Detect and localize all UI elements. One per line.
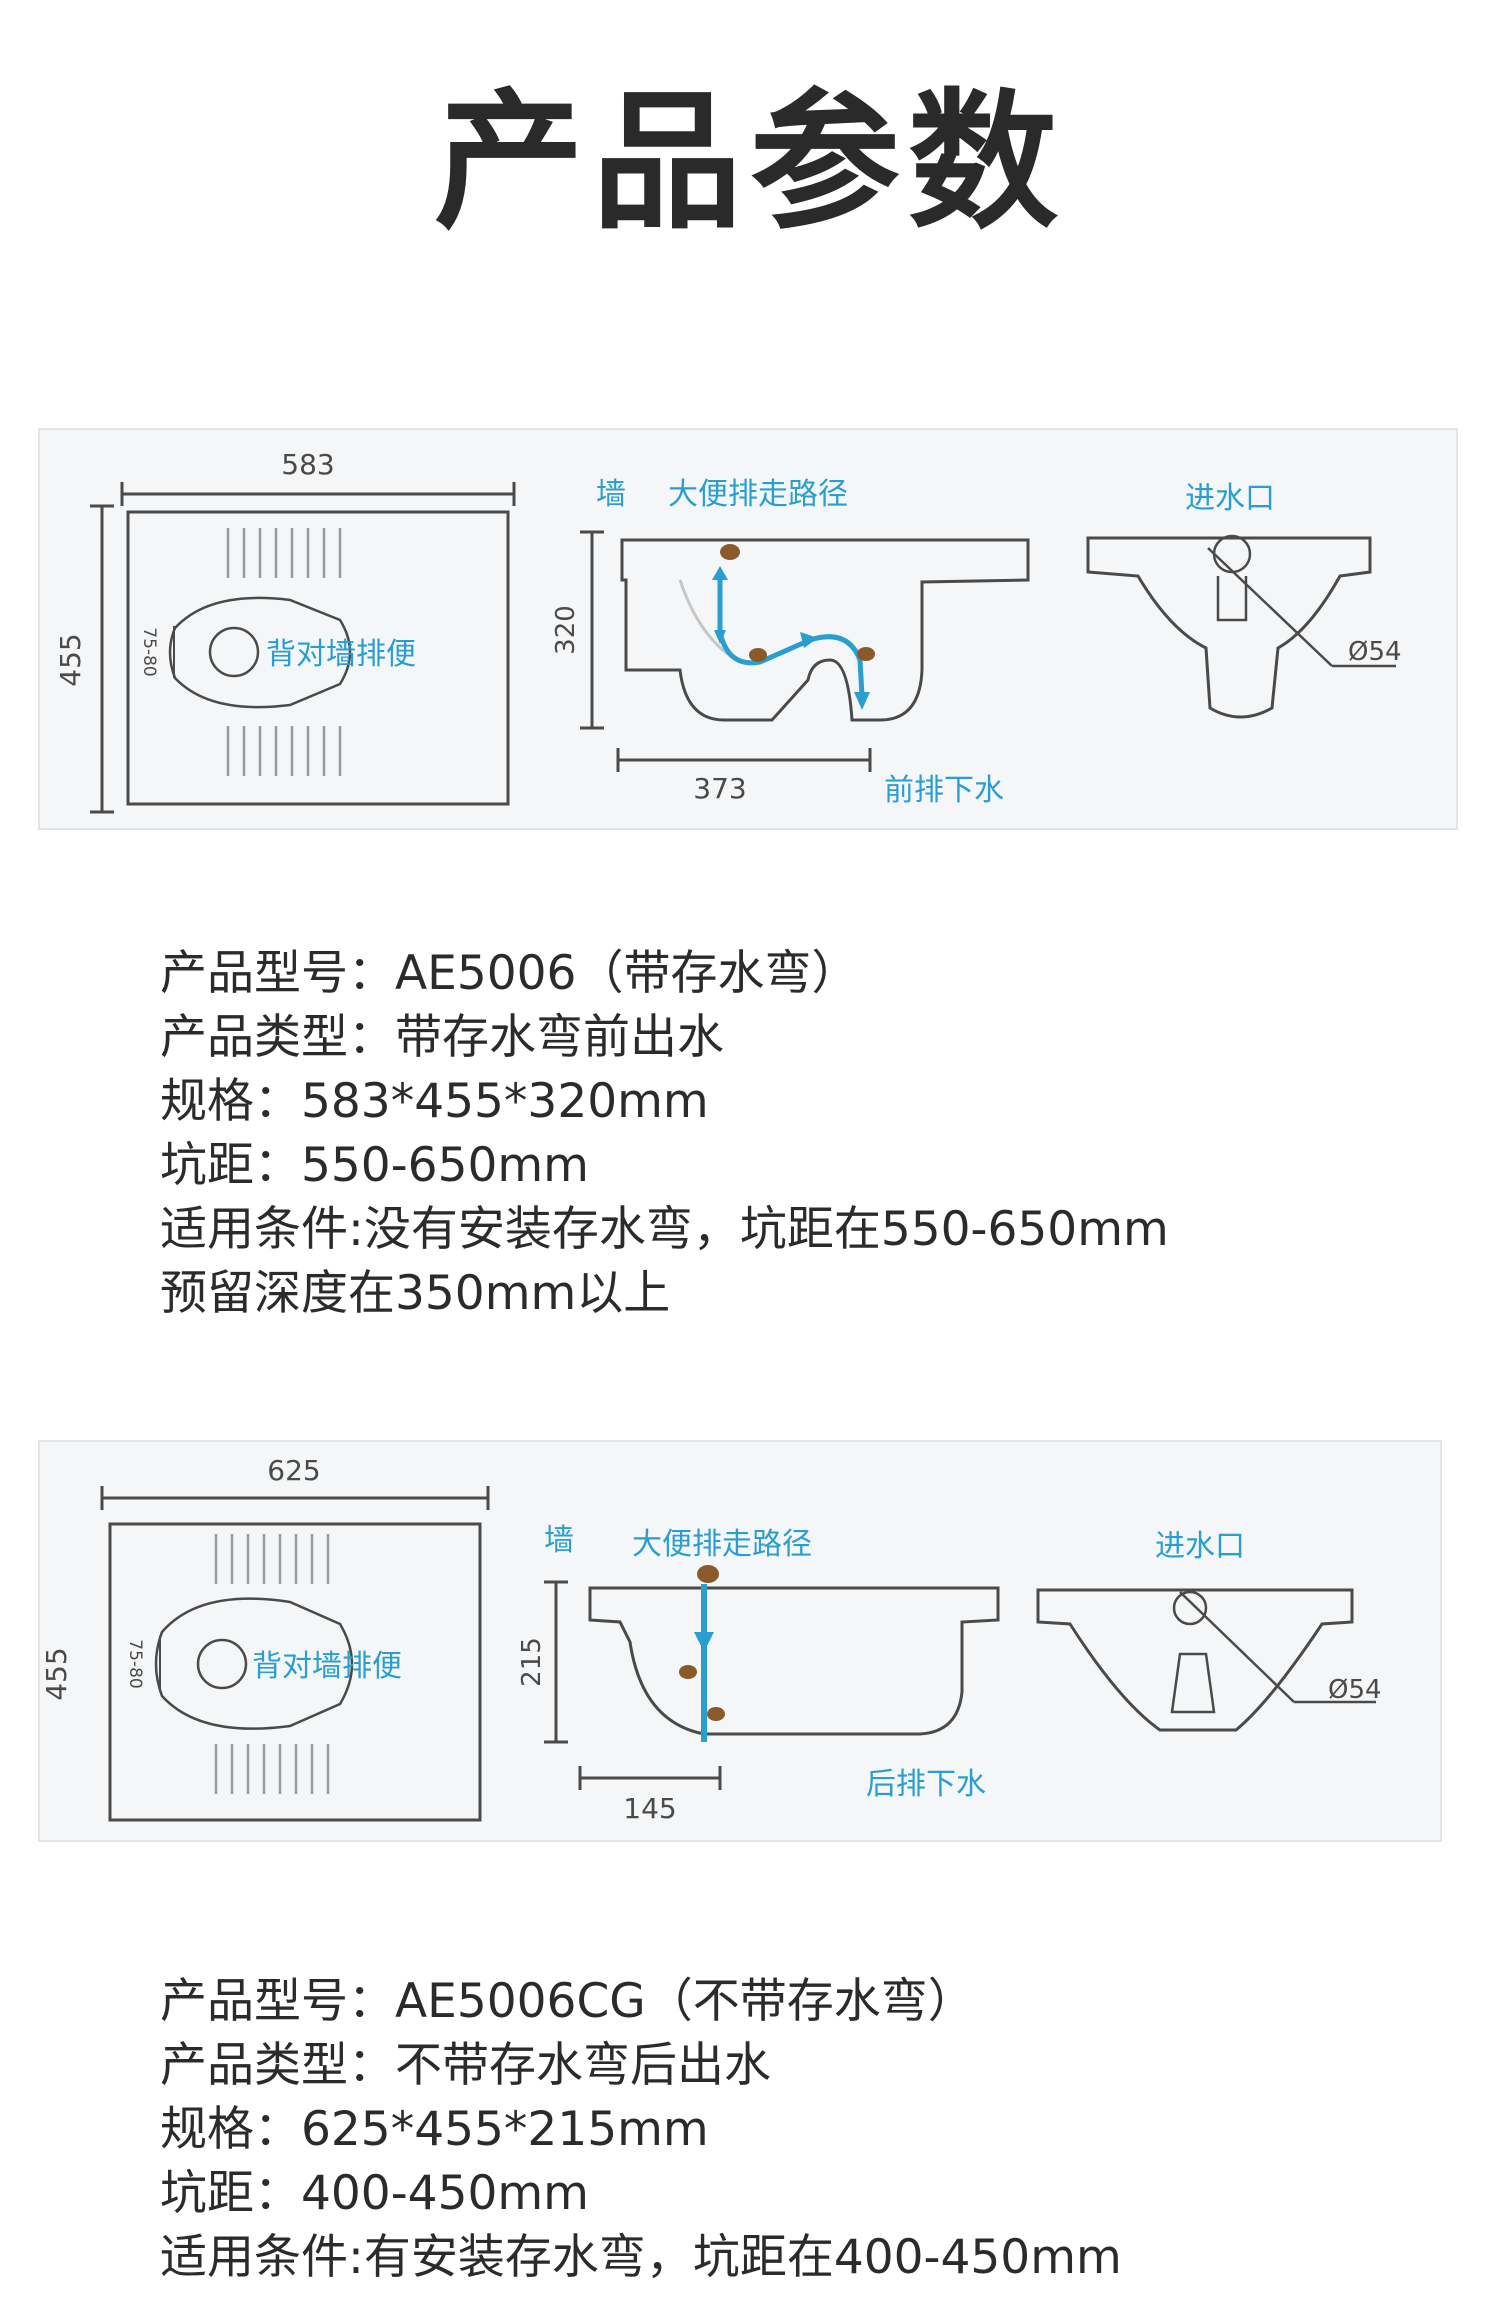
spec-row: 坑距：550-650mm [160,1138,589,1193]
spec-row: 产品型号：AE5006（带存水弯） [160,946,859,1001]
width-dim-label: 583 [281,448,334,481]
inlet-dim-label: Ø54 [1328,1675,1382,1705]
product-diagram-2: 625 455 75-80 背对墙排便 墙 大便排走路径 215 145 后排下… [40,1454,1382,1825]
height-dim-label: 215 [517,1637,547,1687]
wall-label: 墙 [596,477,626,512]
depth-dim-label: 455 [54,633,87,686]
spec-list-1: 产品型号：AE5006（带存水弯） 产品类型：带存水弯前出水 规格：583*45… [160,942,1169,1326]
inlet-label: 进水口 [1155,1529,1245,1564]
diagram-panel-1: 583 455 75-80 背对墙排便 墙 大便排走路径 320 373 前排下… [38,428,1458,830]
width-dim-label: 625 [267,1454,320,1487]
outlet-dim-label: 75-80 [125,1639,145,1688]
offset-dim-label: 373 [693,772,746,805]
drain-label: 后排下水 [866,1767,986,1802]
spec-row: 坑距：400-450mm [160,2166,589,2221]
wall-label: 墙 [544,1523,574,1558]
spec-row: 适用条件:没有安装存水弯，坑距在550-650mm [160,1202,1169,1257]
path-label: 大便排走路径 [632,1527,812,1562]
depth-dim-label: 455 [40,1647,73,1700]
spec-row: 产品类型：带存水弯前出水 [160,1010,724,1065]
spec-row: 适用条件:有安装存水弯，坑距在400-450mm [160,2230,1122,2285]
inlet-label: 进水口 [1185,481,1275,516]
inlet-dim-label: Ø54 [1348,637,1402,667]
offset-dim-label: 145 [623,1792,676,1825]
outlet-label: 背对墙排便 [252,1649,402,1684]
outlet-dim-label: 75-80 [139,627,159,676]
spec-row: 规格：583*455*320mm [160,1074,709,1129]
product-diagram-1: 583 455 75-80 背对墙排便 墙 大便排走路径 320 373 前排下… [54,448,1402,814]
spec-row: 规格：625*455*215mm [160,2102,709,2157]
page-title: 产品参数 [433,76,1066,250]
spec-row: 预留深度在350mm以上 [160,1266,671,1321]
height-dim-label: 320 [551,605,581,655]
spec-row: 产品类型：不带存水弯后出水 [160,2038,771,2093]
spec-row: 产品型号：AE5006CG（不带存水弯） [160,1974,975,2029]
drain-label: 前排下水 [884,773,1004,808]
path-label: 大便排走路径 [668,477,848,512]
spec-list-2: 产品型号：AE5006CG（不带存水弯） 产品类型：不带存水弯后出水 规格：62… [160,1970,1122,2290]
diagram-panel-2: 625 455 75-80 背对墙排便 墙 大便排走路径 215 145 后排下… [38,1440,1442,1842]
outlet-label: 背对墙排便 [266,637,416,672]
